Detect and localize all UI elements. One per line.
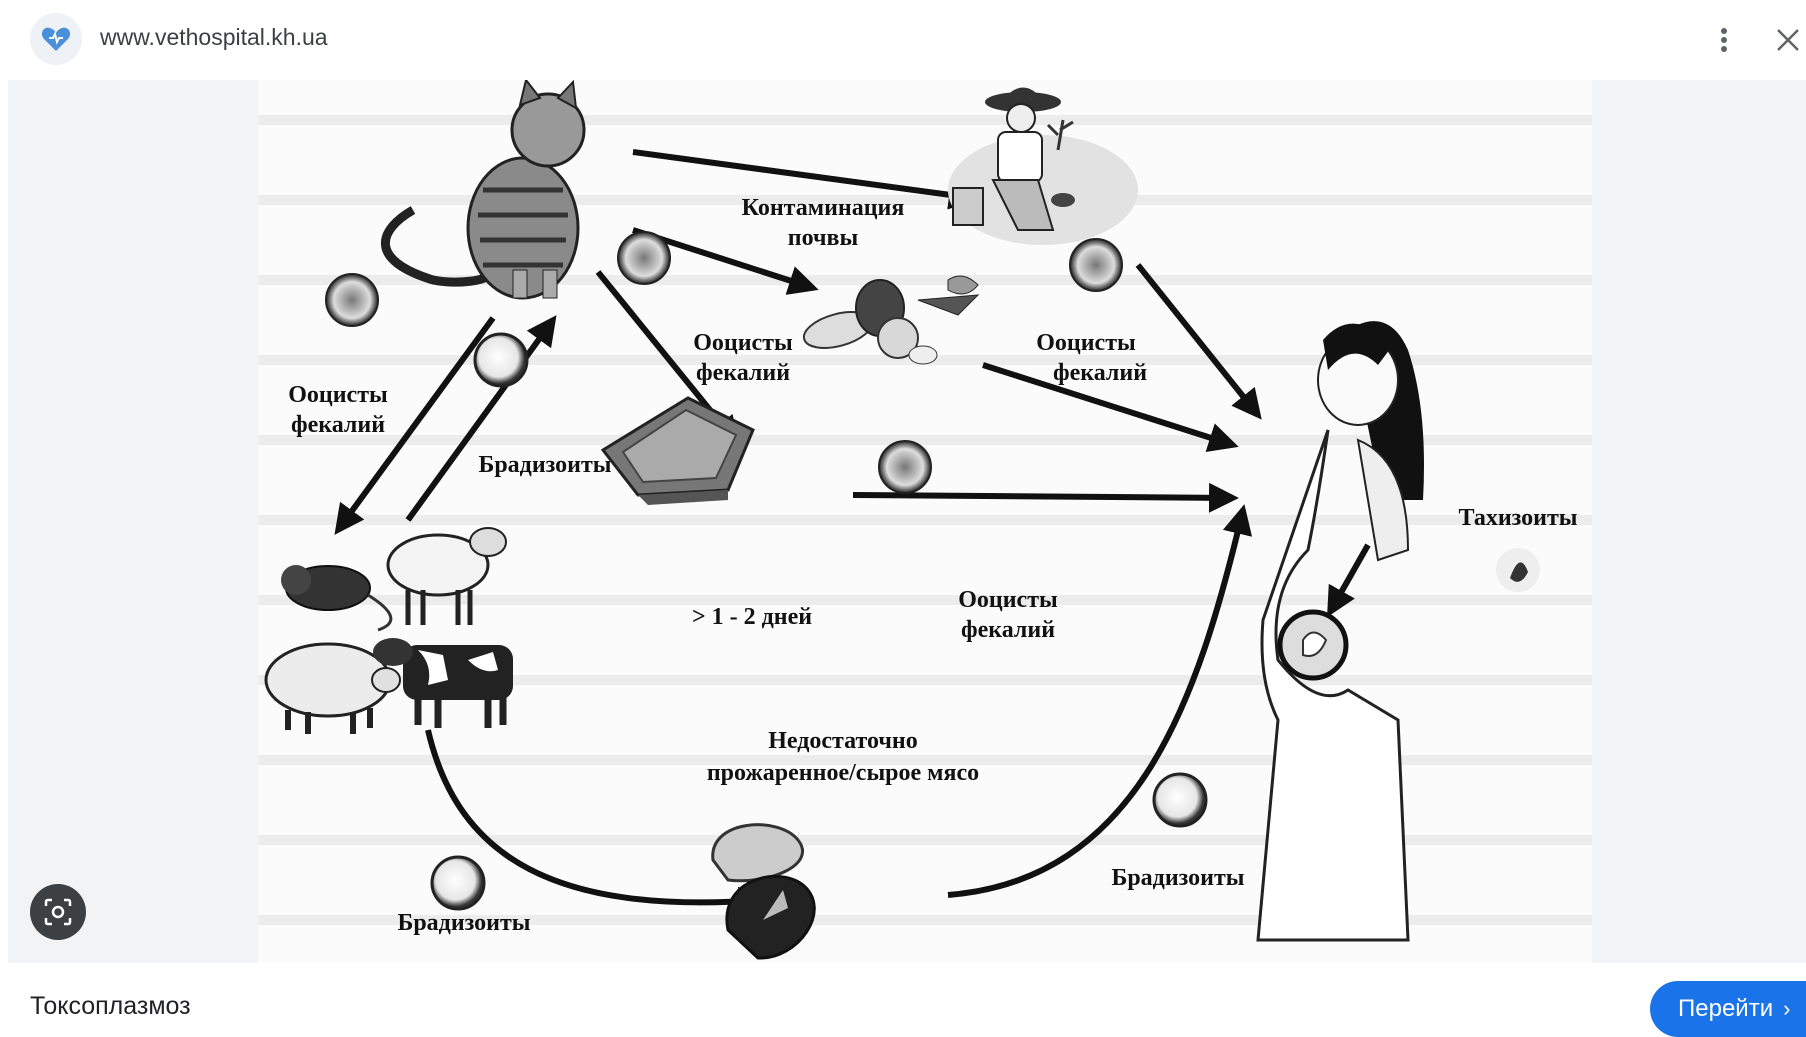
cow-picture xyxy=(373,638,513,728)
label-bradyzoites-right: Брадизоиты xyxy=(1111,865,1244,891)
bradyzoite-icons xyxy=(430,332,1208,911)
arrow-cat-to-soil xyxy=(632,149,979,210)
label-oocysts-veg-2: фекалий xyxy=(696,360,790,386)
toxoplasmosis-lifecycle-figure[interactable]: Контаминация почвы Ооцисты фекалий Ооцис… xyxy=(258,80,1592,963)
arrow-to-fetus xyxy=(1327,543,1371,618)
sheep-picture xyxy=(386,527,507,625)
label-bradyzoites-left: Брадизоиты xyxy=(478,452,611,478)
rat-picture xyxy=(281,565,393,632)
label-bradyzoites-bottom: Брадизоиты xyxy=(397,910,530,936)
go-button-label: Перейти xyxy=(1678,995,1774,1022)
litter-box-picture xyxy=(600,396,755,505)
label-oocysts-left-2: фекалий xyxy=(291,412,385,438)
chevron-right-icon: › xyxy=(1783,996,1791,1021)
oocyst-icons xyxy=(325,231,1123,494)
arrow-vegetables-to-woman xyxy=(982,362,1239,452)
label-meat-2: прожаренное/сырое мясо xyxy=(707,760,979,786)
image-caption[interactable]: Токсоплазмоз xyxy=(30,992,191,1020)
site-url[interactable]: www.vethospital.kh.ua xyxy=(100,24,328,50)
gardener-picture xyxy=(948,87,1138,245)
pig-picture xyxy=(264,642,401,734)
label-oocysts-litter-1: Ооцисты xyxy=(958,587,1058,613)
close-icon[interactable] xyxy=(1770,18,1806,62)
arrow-cat-to-animals xyxy=(334,316,496,535)
arrows xyxy=(334,149,1371,917)
label-meat-1: Недостаточно xyxy=(768,728,917,754)
lifecycle-diagram: Контаминация почвы Ооцисты фекалий Ооцис… xyxy=(258,80,1592,960)
vegetables-picture xyxy=(802,275,980,365)
cat-picture xyxy=(381,80,586,300)
heart-site-icon[interactable] xyxy=(30,13,82,65)
label-oocysts-soil-1: Ооцисты xyxy=(1036,330,1136,356)
pregnant-woman-picture xyxy=(1256,321,1424,942)
top-bar: www.vethospital.kh.ua xyxy=(0,0,1806,80)
go-button[interactable]: Перейти › xyxy=(1650,981,1806,1037)
more-vert-icon[interactable] xyxy=(1706,20,1742,60)
label-oocysts-veg-1: Ооцисты xyxy=(693,330,793,356)
arrow-litter-to-woman xyxy=(852,482,1239,513)
diagram-labels: Контаминация почвы Ооцисты фекалий Ооцис… xyxy=(288,195,1578,936)
tachyzoite-picture xyxy=(1496,548,1540,592)
label-oocysts-litter-2: фекалий xyxy=(961,617,1055,643)
label-days: > 1 - 2 дней xyxy=(692,604,812,630)
raw-meat-picture xyxy=(711,823,816,960)
label-oocysts-soil-2: фекалий xyxy=(1053,360,1147,386)
label-soil-2: почвы xyxy=(788,225,859,251)
label-soil-1: Контаминация xyxy=(742,195,905,221)
lens-search-button[interactable] xyxy=(30,884,86,940)
arrow-animals-to-cat xyxy=(405,315,557,522)
arrow-animals-to-meat xyxy=(425,729,769,917)
arrow-meat-to-woman xyxy=(947,504,1253,898)
lens-search-icon xyxy=(44,898,72,926)
heart-icon xyxy=(41,27,71,51)
label-oocysts-left-1: Ооцисты xyxy=(288,382,388,408)
label-tachyzoites: Тахизоиты xyxy=(1458,505,1577,531)
arrow-soil-to-woman xyxy=(1135,263,1262,420)
